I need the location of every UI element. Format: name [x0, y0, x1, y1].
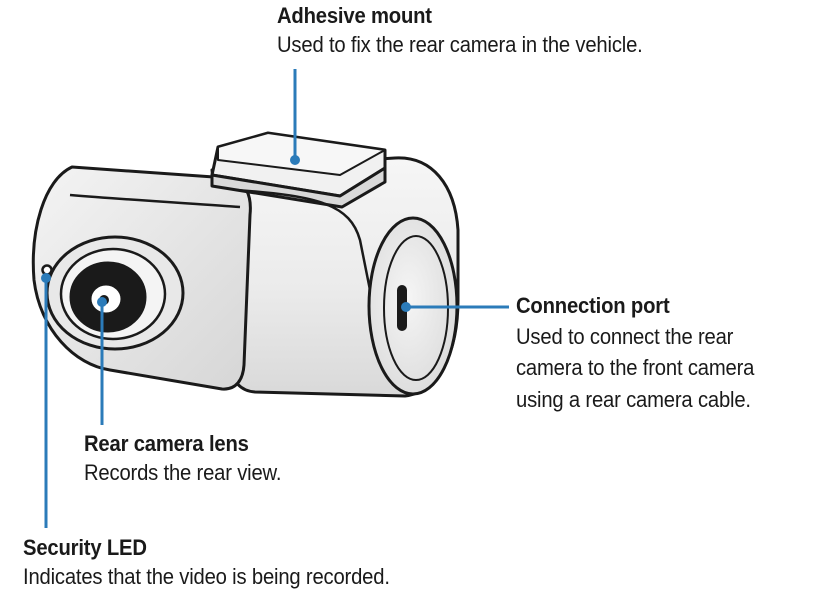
callout-rear-camera-lens: Rear camera lens Records the rear view. [84, 430, 298, 487]
sleeve-seam-line [69, 193, 241, 209]
leader-dot-led [41, 273, 51, 283]
adhesive-mount-side [210, 166, 387, 209]
leader-dot-lens [97, 297, 107, 307]
callout-rear-camera-lens-description: Records the rear view. [84, 459, 282, 485]
adhesive-mount-face [217, 132, 386, 176]
leader-dot-port [401, 302, 411, 312]
callout-adhesive-mount-title: Adhesive mount [277, 3, 432, 28]
body-seam-line [235, 188, 374, 301]
callout-adhesive-mount: Adhesive mount Used to fix the rear came… [277, 2, 674, 59]
callout-adhesive-mount-description: Used to fix the rear camera in the vehic… [277, 31, 643, 57]
callout-security-led-description: Indicates that the video is being record… [23, 563, 390, 589]
body-details [69, 188, 374, 301]
callout-connection-port: Connection port Used to connect the rear… [516, 292, 775, 416]
callout-security-led: Security LED Indicates that the video is… [23, 534, 422, 591]
callout-connection-port-title: Connection port [516, 293, 670, 318]
lens-assembly [45, 235, 185, 351]
callout-connection-port-description: Used to connect the rear camera to the f… [516, 323, 755, 413]
leader-dot-mount [290, 155, 300, 165]
leader-lines [41, 69, 509, 528]
callout-rear-camera-lens-title: Rear camera lens [84, 431, 249, 456]
callout-security-led-title: Security LED [23, 535, 147, 560]
adhesive-mount-part [210, 131, 387, 209]
